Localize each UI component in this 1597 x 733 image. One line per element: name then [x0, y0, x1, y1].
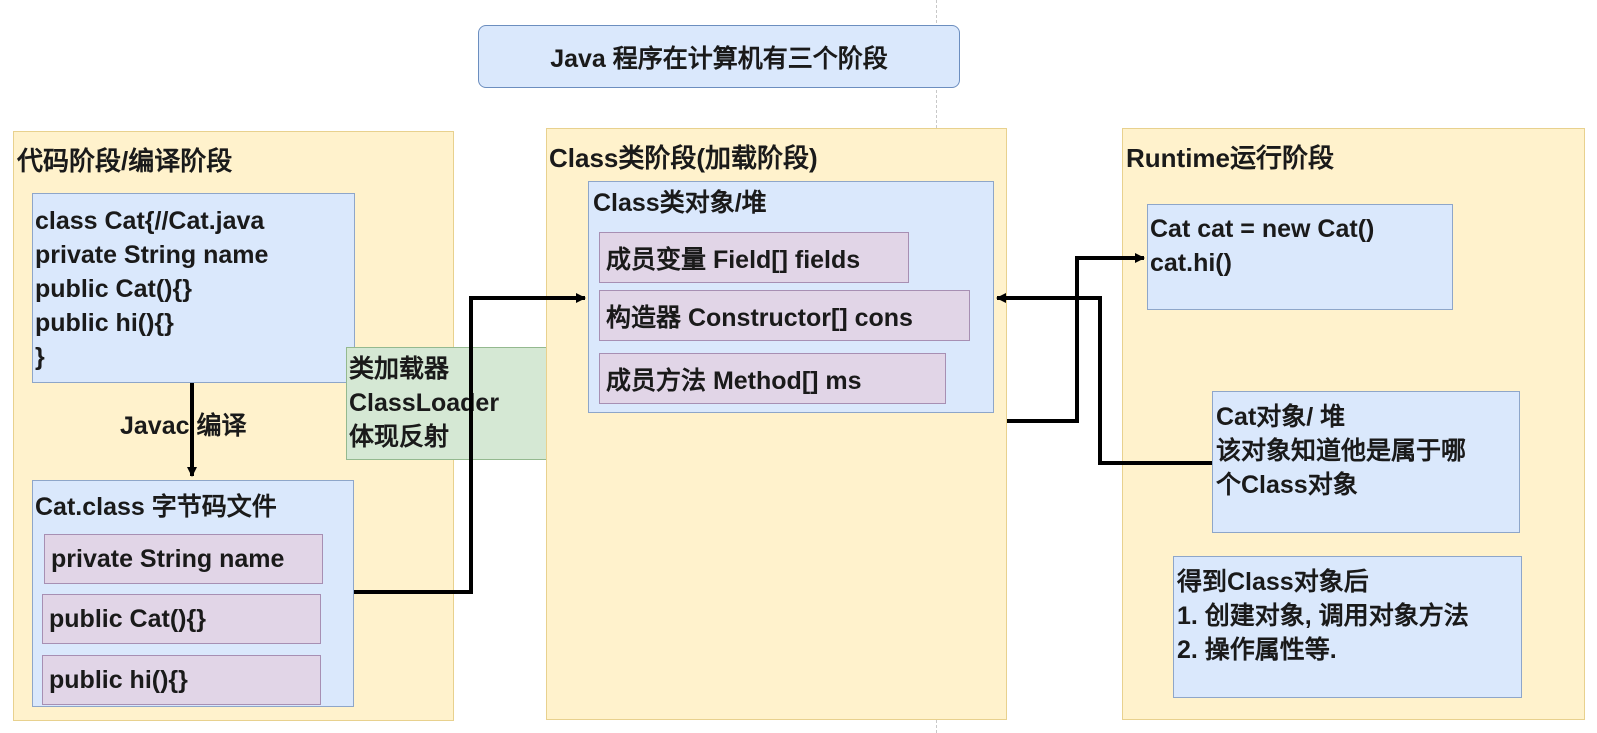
source-line: public Cat(){} [35, 275, 192, 303]
runtime-stage-label: Runtime运行阶段 [1126, 143, 1335, 173]
source-code-box: class Cat{//Cat.java private String name… [32, 193, 355, 383]
class-loader-box: 类加载器 ClassLoader 体现反射 [346, 347, 558, 460]
runtime-code-line: cat.hi() [1150, 249, 1232, 277]
javac-compile-label: Javac 编译 [120, 412, 247, 440]
source-code-lines: class Cat{//Cat.java private String name… [35, 204, 268, 374]
cat-object-to-class-arrow [996, 293, 1212, 465]
class-to-runtime-arrow [1007, 253, 1145, 423]
cat-object-line: Cat对象/ 堆 [1216, 403, 1346, 431]
class-file-label: Cat.class 字节码文件 [35, 493, 277, 521]
class-object-member: 成员方法 Method[] ms [599, 353, 946, 404]
source-line: } [35, 343, 45, 371]
cat-object-lines: Cat对象/ 堆 该对象知道他是属于哪 个Class对象 [1216, 400, 1466, 502]
source-line: public hi(){} [35, 309, 174, 337]
load-arrow [354, 293, 586, 594]
diagram-title: Java 程序在计算机有三个阶段 [478, 25, 960, 88]
class-file-member: public hi(){} [42, 655, 321, 705]
class-loader-lines: 类加载器 ClassLoader 体现反射 [349, 352, 499, 454]
class-object-label: Class类对象/堆 [593, 189, 767, 217]
runtime-code-box: Cat cat = new Cat() cat.hi() [1147, 204, 1453, 310]
after-class-object-box: 得到Class对象后 1. 创建对象, 调用对象方法 2. 操作属性等. [1173, 556, 1522, 698]
code-stage-label: 代码阶段/编译阶段 [17, 146, 233, 176]
class-stage-label: Class类阶段(加载阶段) [549, 143, 818, 173]
runtime-code-lines: Cat cat = new Cat() cat.hi() [1150, 212, 1374, 280]
cat-object-line: 该对象知道他是属于哪 [1216, 437, 1467, 465]
class-file-member: public Cat(){} [42, 594, 321, 644]
class-file-member: private String name [44, 534, 323, 584]
cat-object-line: 个Class对象 [1216, 471, 1358, 499]
class-loader-line: 体现反射 [349, 423, 450, 451]
runtime-code-line: Cat cat = new Cat() [1150, 215, 1375, 243]
cat-object-box: Cat对象/ 堆 该对象知道他是属于哪 个Class对象 [1212, 391, 1520, 533]
after-line: 得到Class对象后 [1177, 568, 1369, 596]
class-object-member: 构造器 Constructor[] cons [599, 290, 970, 341]
after-class-object-lines: 得到Class对象后 1. 创建对象, 调用对象方法 2. 操作属性等. [1177, 565, 1469, 667]
source-line: private String name [35, 241, 269, 269]
after-line: 1. 创建对象, 调用对象方法 [1177, 602, 1469, 630]
class-object-member: 成员变量 Field[] fields [599, 232, 909, 283]
class-loader-line: 类加载器 [349, 355, 450, 383]
class-loader-line: ClassLoader [349, 389, 500, 417]
after-line: 2. 操作属性等. [1177, 636, 1337, 664]
source-line: class Cat{//Cat.java [35, 207, 265, 235]
